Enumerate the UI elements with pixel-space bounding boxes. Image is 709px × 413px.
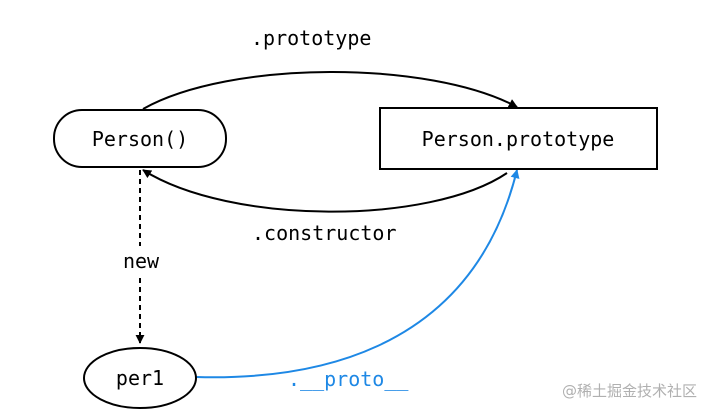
prototype-edge-label: .prototype	[251, 26, 371, 50]
person-constructor-node: Person()	[53, 109, 227, 168]
constructor-arrow	[142, 169, 508, 213]
person-constructor-label: Person()	[92, 127, 188, 151]
new-label-backdrop	[116, 246, 166, 274]
new-edge-label: new	[123, 249, 160, 273]
prototype-arrow	[142, 71, 518, 110]
constructor-edge-label: .constructor	[252, 221, 397, 245]
proto-arrow	[195, 169, 520, 379]
proto-edge-label: .__proto__	[288, 367, 409, 391]
person-prototype-label: Person.prototype	[422, 127, 615, 151]
instance-label: per1	[116, 366, 164, 390]
instance-node: per1	[83, 347, 197, 409]
person-prototype-node: Person.prototype	[379, 107, 658, 170]
watermark-text: @稀土掘金技术社区	[562, 382, 697, 400]
